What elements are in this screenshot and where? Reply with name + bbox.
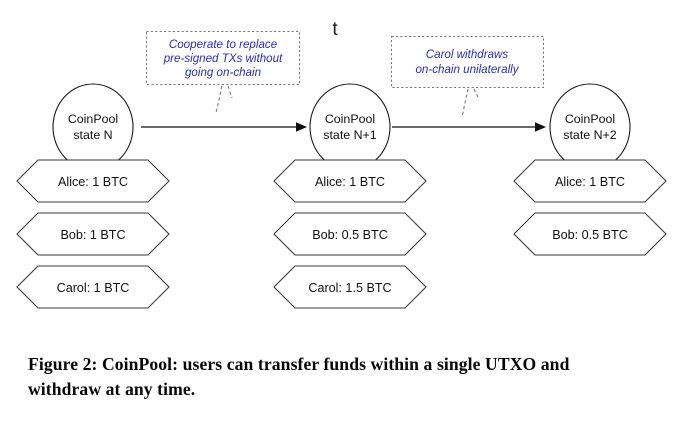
hexagon-shape [273, 159, 427, 203]
balance-label: Alice: 1 BTC [58, 175, 128, 189]
annotation-line-2: pre-signed TXs without [163, 52, 283, 65]
annotation-line-1: Cooperate to replace [169, 38, 278, 51]
caption-line-2: a single UTXO and withdraw at any time. [28, 354, 570, 399]
annotation-box [390, 35, 545, 89]
balance-hexagon[interactable]: Alice: 1 BTC [513, 159, 667, 203]
state-node-state-n[interactable]: CoinPool state N [52, 83, 134, 171]
balance-label: Carol: 1.5 BTC [308, 281, 391, 295]
state-node-state-n-plus-2[interactable]: CoinPool state N+2 [549, 83, 631, 171]
caption-line-1: Figure 2: CoinPool: users can transfer f… [28, 354, 420, 374]
state-title-line-1: CoinPool [325, 112, 375, 126]
state-title-line-2: state N [73, 128, 112, 142]
coinpool-state-diagram: t Cooperate to replace pre-signed TXs wi… [16, 19, 667, 309]
annotation-line-2: on-chain unilaterally [415, 63, 519, 76]
annotation-box [145, 30, 301, 86]
balance-list-state-n-plus-1: Alice: 1 BTC Bob: 0.5 BTC Carol: 1.5 BTC [273, 159, 427, 309]
state-title-line-1: CoinPool [68, 112, 118, 126]
hexagon-shape [16, 265, 170, 309]
state-title-line-1: CoinPool [565, 112, 615, 126]
balance-label: Alice: 1 BTC [555, 175, 625, 189]
time-axis-label: t [332, 19, 338, 40]
transition-arrow-unilateral [392, 122, 546, 132]
state-circle [309, 83, 391, 171]
balance-hexagon[interactable]: Bob: 0.5 BTC [273, 212, 427, 256]
balance-list-state-n-plus-2: Alice: 1 BTC Bob: 0.5 BTC [513, 159, 667, 256]
balance-label: Carol: 1 BTC [57, 281, 130, 295]
annotation-cooperative: Cooperate to replace pre-signed TXs with… [145, 30, 301, 114]
hexagon-shape [513, 212, 667, 256]
state-circle [52, 83, 134, 171]
state-title-line-2: state N+1 [323, 128, 376, 142]
hexagon-shape [16, 212, 170, 256]
state-title-line-2: state N+2 [563, 128, 616, 142]
balance-hexagon[interactable]: Carol: 1 BTC [16, 265, 170, 309]
hexagon-shape [273, 212, 427, 256]
figure-caption: Figure 2: CoinPool: users can transfer f… [28, 352, 628, 402]
annotation-leader-line [215, 85, 233, 114]
annotation-unilateral: Carol withdraws on-chain unilaterally [390, 35, 545, 118]
transition-arrow-cooperative [141, 122, 307, 132]
balance-label: Alice: 1 BTC [315, 175, 385, 189]
balance-hexagon[interactable]: Bob: 1 BTC [16, 212, 170, 256]
annotation-line-1: Carol withdraws [426, 48, 509, 61]
balance-hexagon[interactable]: Bob: 0.5 BTC [513, 212, 667, 256]
balance-label: Bob: 1 BTC [60, 228, 125, 242]
balance-label: Bob: 0.5 BTC [312, 228, 388, 242]
balance-hexagon[interactable]: Alice: 1 BTC [273, 159, 427, 203]
hexagon-shape [16, 159, 170, 203]
hexagon-shape [273, 265, 427, 309]
balance-list-state-n: Alice: 1 BTC Bob: 1 BTC Carol: 1 BTC [16, 159, 170, 309]
annotation-leader-line [461, 88, 480, 118]
state-circle [549, 83, 631, 171]
annotation-line-3: going on-chain [185, 66, 261, 79]
arrow-head [296, 122, 307, 132]
state-node-state-n-plus-1[interactable]: CoinPool state N+1 [309, 83, 391, 171]
balance-label: Bob: 0.5 BTC [552, 228, 628, 242]
hexagon-shape [513, 159, 667, 203]
balance-hexagon[interactable]: Alice: 1 BTC [16, 159, 170, 203]
balance-hexagon[interactable]: Carol: 1.5 BTC [273, 265, 427, 309]
arrow-head [535, 122, 546, 132]
